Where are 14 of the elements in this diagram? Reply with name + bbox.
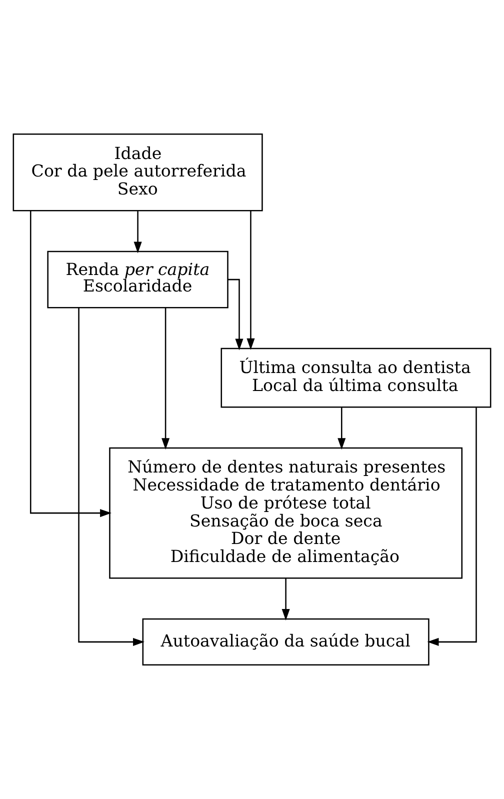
node-box: Última consulta ao dentista Local da última consulta [220, 348, 492, 408]
arrow [134, 211, 142, 254]
arrow [246, 211, 255, 350]
arrow [228, 278, 244, 350]
node-box: Autoavaliação da saúde bucal [142, 618, 430, 666]
arrow [78, 308, 145, 646]
arrow [282, 578, 290, 621]
arrow [30, 210, 112, 518]
node-box: Idade Cor da pele autorreferida Sexo [12, 133, 263, 212]
arrow [427, 408, 477, 646]
node-box: Número de dentes naturais presentes Necessidade de tratamento dentário Uso de prótese total Sensação de boca seca Dor de dente Dificuldade de alimentação [109, 447, 463, 579]
arrow [338, 407, 346, 450]
arrow [162, 308, 170, 450]
node-box: Renda per capita Escolaridade [47, 250, 228, 308]
